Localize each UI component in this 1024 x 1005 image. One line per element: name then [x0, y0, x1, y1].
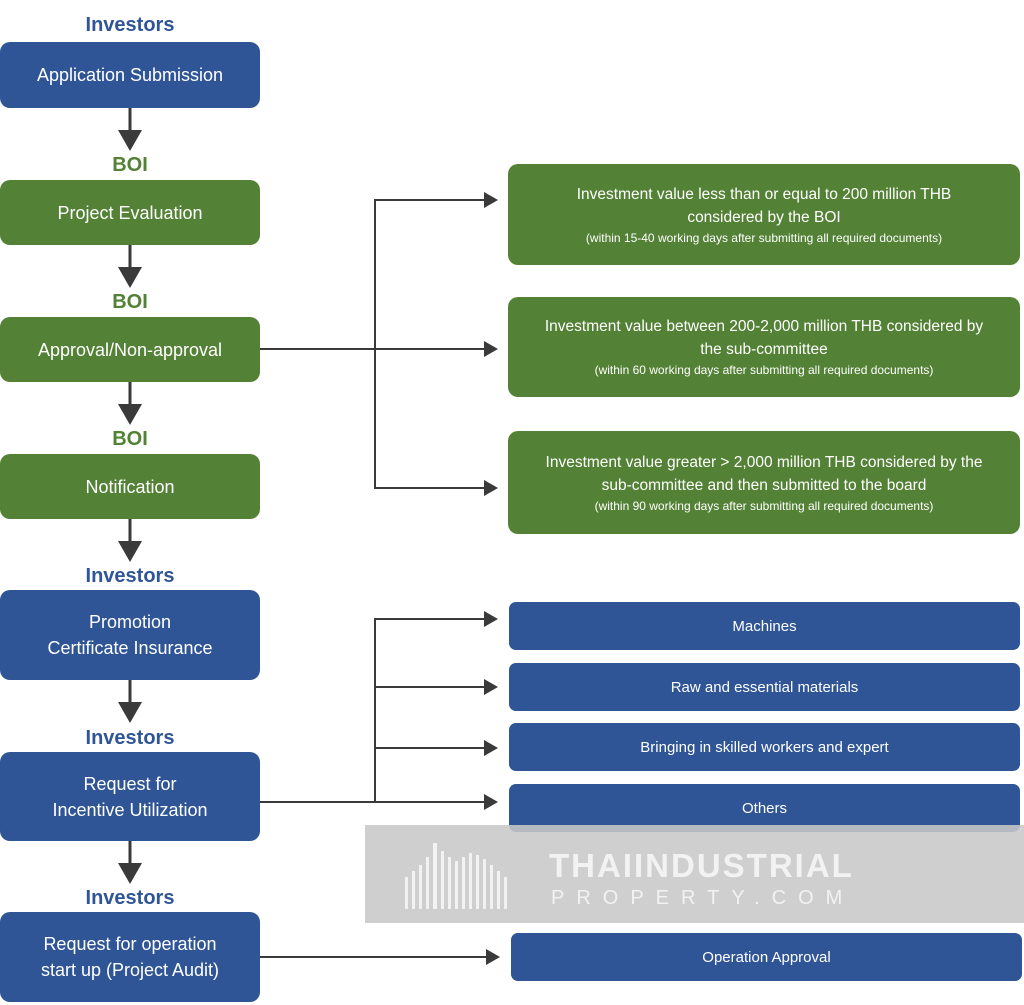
incentive-text: Others	[741, 799, 787, 817]
step-incentive-utilization: Request for Incentive Utilization	[0, 752, 260, 841]
step-text: Project Evaluation	[57, 202, 203, 223]
watermark-domain: PROPERTY.COM	[551, 887, 855, 909]
approval-option-3: Investment value greater > 2,000 million…	[508, 431, 1020, 534]
option-text: Investment value between 200-2,000 milli…	[544, 318, 984, 335]
step-operation-startup: Request for operation start up (Project …	[0, 912, 260, 1002]
incentive-text: Raw and essential materials	[670, 678, 859, 696]
option-text: considered by the BOI	[687, 208, 841, 226]
building-logo-icon	[405, 843, 507, 909]
incentive-raw-materials: Raw and essential materials	[509, 663, 1020, 711]
incentive-text: Machines	[732, 617, 797, 635]
actor-label-boi: BOI	[112, 154, 148, 176]
step-text: start up (Project Audit)	[40, 960, 220, 980]
step-text: Request for	[83, 773, 177, 794]
incentive-others: Others	[509, 784, 1020, 832]
option-note: (within 60 working days after submitting…	[594, 363, 934, 377]
actor-label-investors: Investors	[85, 14, 175, 36]
approval-option-2: Investment value between 200-2,000 milli…	[508, 297, 1020, 397]
final-operation-approval: Operation Approval	[511, 933, 1022, 981]
step-text: Incentive Utilization	[52, 799, 208, 820]
incentive-machines: Machines	[509, 602, 1020, 650]
step-promotion-certificate: Promotion Certificate Insurance	[0, 590, 260, 680]
actor-label-investors: Investors	[85, 887, 175, 909]
option-text: the sub-committee	[700, 341, 828, 358]
actor-label-investors: Investors	[85, 565, 175, 587]
step-text: Promotion	[88, 612, 172, 632]
step-text: Application Submission	[36, 65, 224, 85]
option-note: (within 90 working days after submitting…	[594, 498, 934, 513]
final-text: Operation Approval	[702, 948, 831, 966]
watermark-brand: THAIINDUSTRIAL	[549, 847, 854, 884]
actor-label-investors: Investors	[85, 727, 175, 749]
step-text: Notification	[85, 476, 175, 497]
step-notification: Notification	[0, 454, 260, 519]
option-text: Investment value greater > 2,000 million…	[545, 453, 983, 471]
watermark: THAIINDUSTRIAL PROPERTY.COM	[365, 825, 1024, 923]
option-text: sub-committee and then submitted to the …	[601, 476, 927, 494]
option-text: Investment value less than or equal to 2…	[576, 185, 952, 203]
step-project-evaluation: Project Evaluation	[0, 180, 260, 245]
approval-option-1: Investment value less than or equal to 2…	[508, 164, 1020, 265]
step-text: Certificate Insurance	[47, 638, 213, 658]
incentive-text: Bringing in skilled workers and expert	[640, 738, 889, 756]
step-text: Request for operation	[43, 934, 217, 954]
step-approval: Approval/Non-approval	[0, 317, 260, 382]
incentive-skilled-workers: Bringing in skilled workers and expert	[509, 723, 1020, 771]
actor-label-boi: BOI	[112, 428, 148, 450]
step-text: Approval/Non-approval	[37, 339, 223, 360]
option-note: (within 15-40 working days after submitt…	[585, 230, 943, 245]
step-application-submission: Application Submission	[0, 42, 260, 108]
actor-label-boi: BOI	[112, 291, 148, 313]
